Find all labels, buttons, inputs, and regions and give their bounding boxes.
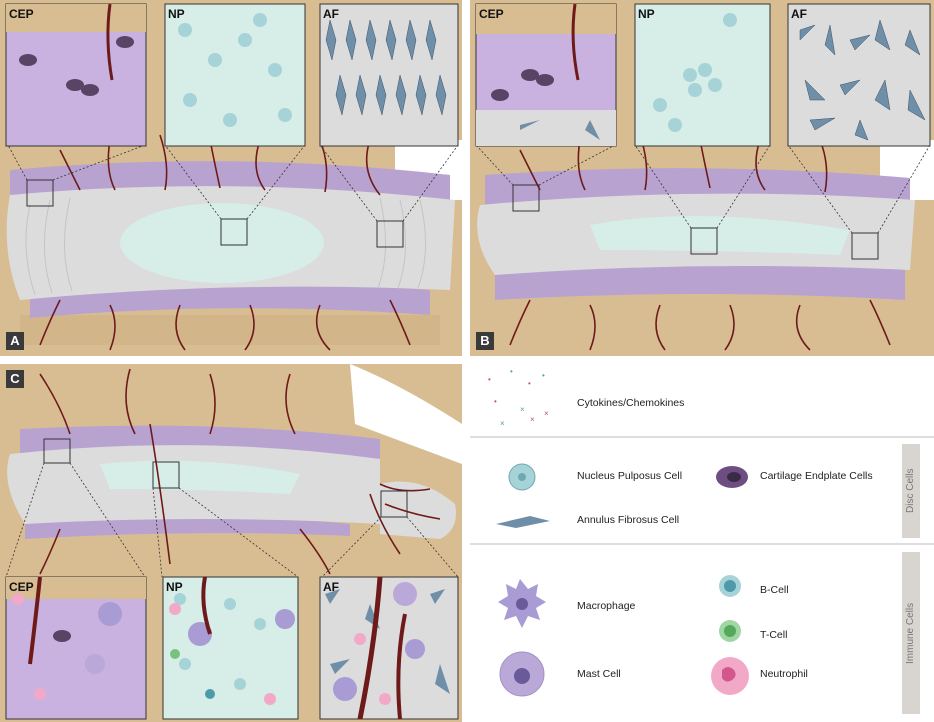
- legend-mast-cell: Mast Cell: [577, 668, 621, 680]
- panel-b-np-title: NP: [638, 7, 655, 21]
- panel-c: CEP NP AF C: [0, 364, 462, 722]
- svg-text:×: ×: [530, 415, 535, 424]
- panel-c-cep-title: CEP: [9, 580, 34, 594]
- panel-b-illustration: [470, 0, 934, 356]
- panel-a: CEP NP AF A: [0, 0, 462, 356]
- panel-b-af-title: AF: [791, 7, 807, 21]
- panel-b-label: B: [476, 332, 494, 350]
- panel-c-illustration: [0, 364, 462, 722]
- legend-graphics: • • • • • × × × ×: [470, 367, 934, 697]
- panel-b: CEP NP AF B: [470, 0, 934, 356]
- panel-c-af-title: AF: [323, 580, 339, 594]
- panel-a-cep-title: CEP: [9, 7, 34, 21]
- disc-cells-tab: Disc Cells: [902, 444, 920, 538]
- legend-af-cell: Annulus Fibrosus Cell: [577, 514, 680, 526]
- legend-b-cell: B-Cell: [760, 584, 789, 596]
- svg-text:•: •: [542, 371, 545, 380]
- cytokine-dots: • • • • • × × × ×: [488, 367, 549, 428]
- svg-text:×: ×: [520, 405, 525, 414]
- panel-a-af-title: AF: [323, 7, 339, 21]
- immune-cells-tab: Immune Cells: [902, 552, 920, 714]
- panel-b-cep-title: CEP: [479, 7, 504, 21]
- panel-c-np-title: NP: [166, 580, 183, 594]
- svg-text:•: •: [494, 397, 497, 406]
- svg-text:•: •: [528, 379, 531, 388]
- legend-t-cell: T-Cell: [760, 629, 788, 641]
- legend-macrophage: Macrophage: [577, 600, 636, 612]
- panel-a-np-title: NP: [168, 7, 185, 21]
- legend-cep-cells: Cartilage Endplate Cells: [760, 470, 873, 482]
- legend-np-cell: Nucleus Pulposus Cell: [577, 470, 683, 482]
- panel-a-illustration: [0, 0, 462, 356]
- panel-c-label: C: [6, 370, 24, 388]
- svg-text:×: ×: [500, 419, 505, 428]
- legend: • • • • • × × × × Cytokines/Chemokines Nucleus…: [470, 364, 934, 722]
- svg-text:•: •: [510, 367, 513, 376]
- svg-text:•: •: [488, 375, 491, 384]
- legend-cytokines: Cytokines/Chemokines: [577, 397, 685, 409]
- panel-a-label: A: [6, 332, 24, 350]
- svg-text:×: ×: [544, 409, 549, 418]
- legend-neutrophil: Neutrophil: [760, 668, 808, 680]
